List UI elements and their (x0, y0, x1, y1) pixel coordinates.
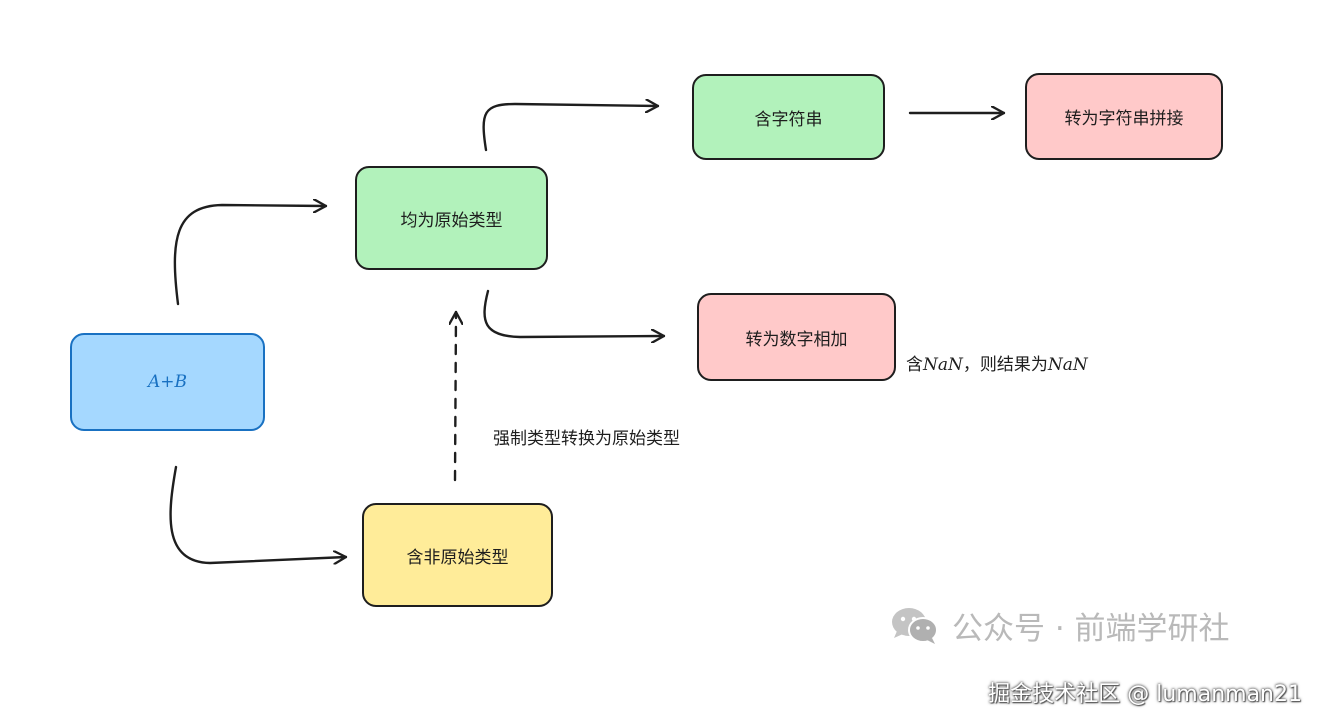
node-to-string-concat-label: 转为字符串拼接 (1064, 109, 1184, 129)
node-contains-string: 含字符串 (692, 74, 885, 160)
nan-note-middle: ，则结果为 (962, 355, 1048, 375)
node-to-number-add: 转为数字相加 (697, 293, 896, 381)
node-contains-non-primitive-label: 含非原始类型 (406, 547, 509, 568)
nan-result-note: 含NaN，则结果为NaN (906, 350, 1088, 375)
node-to-number-add-label: 转为数字相加 (745, 329, 848, 350)
wechat-watermark: 公众号 · 前端学研社 (890, 603, 1230, 648)
node-all-primitive-label: 均为原始类型 (400, 210, 503, 231)
node-contains-string-label: 含字符串 (754, 109, 823, 130)
node-a-plus-b: A+B (70, 333, 265, 431)
wechat-watermark-text: 公众号 · 前端学研社 (952, 611, 1230, 647)
arrow-ab-to-primitive (173, 205, 328, 306)
nan-note-prefix: 含 (906, 355, 923, 375)
node-contains-non-primitive: 含非原始类型 (362, 503, 553, 607)
arrow-ab-to-nonprimitive (169, 465, 348, 563)
arrow-primitive-to-string (482, 104, 660, 152)
wechat-icon (892, 607, 938, 644)
node-a-plus-b-label: A+B (147, 372, 187, 392)
nan-note-word: NaN (923, 355, 963, 375)
nan-note-word-end: NaN (1047, 355, 1088, 375)
coerce-note: 强制类型转换为原始类型 (493, 429, 680, 449)
arrow-primitive-to-number (483, 289, 666, 337)
juejin-watermark: 掘金技术社区 @ lumanman21 (988, 682, 1302, 707)
node-all-primitive: 均为原始类型 (355, 166, 548, 270)
arrow-coerce-dashed (455, 310, 456, 482)
node-to-string-concat: 转为字符串拼接 (1025, 73, 1223, 160)
